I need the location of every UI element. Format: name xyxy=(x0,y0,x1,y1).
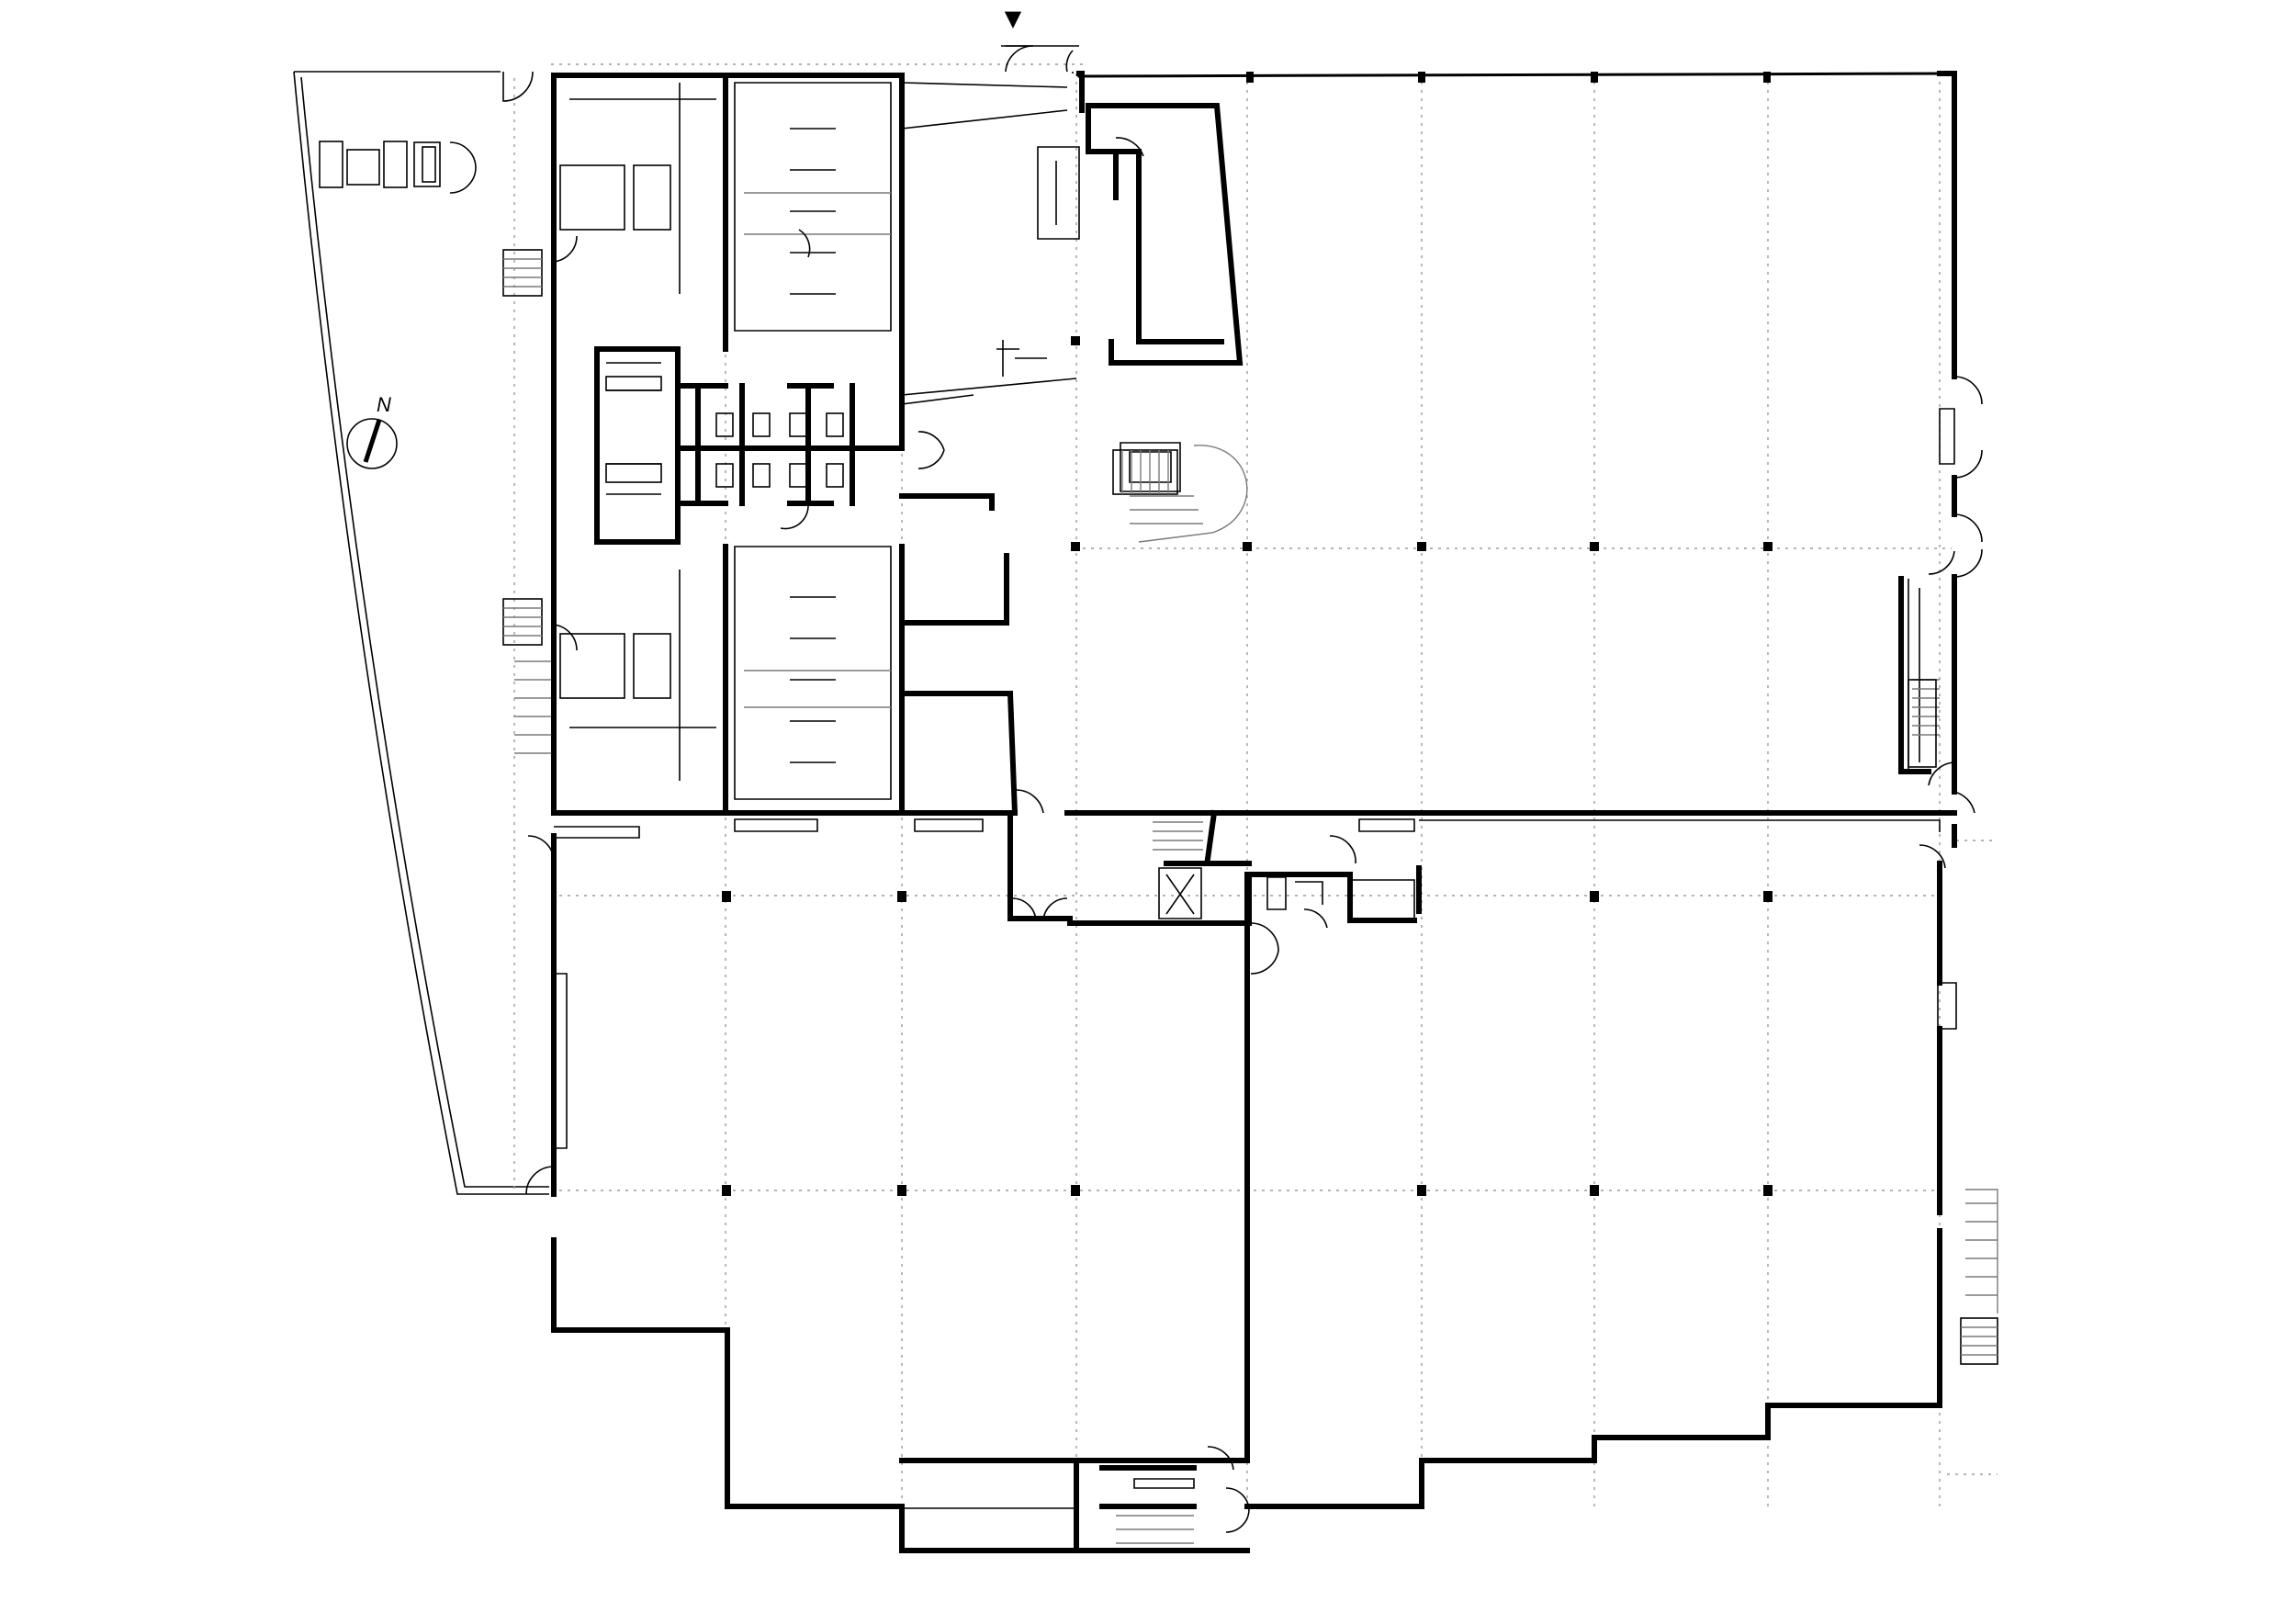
west-terrace xyxy=(293,71,549,1195)
entrance-marker: ▼ xyxy=(1005,6,1022,31)
structural-grid xyxy=(551,63,1998,1506)
doors xyxy=(502,45,1983,1533)
columns xyxy=(722,72,1773,1196)
north-label: N xyxy=(377,393,391,416)
north-arrow: N xyxy=(346,393,398,469)
partitions xyxy=(554,45,1957,1544)
sanitary-fixtures xyxy=(559,82,892,800)
walls xyxy=(551,71,1957,1553)
stairs xyxy=(502,249,1998,1365)
